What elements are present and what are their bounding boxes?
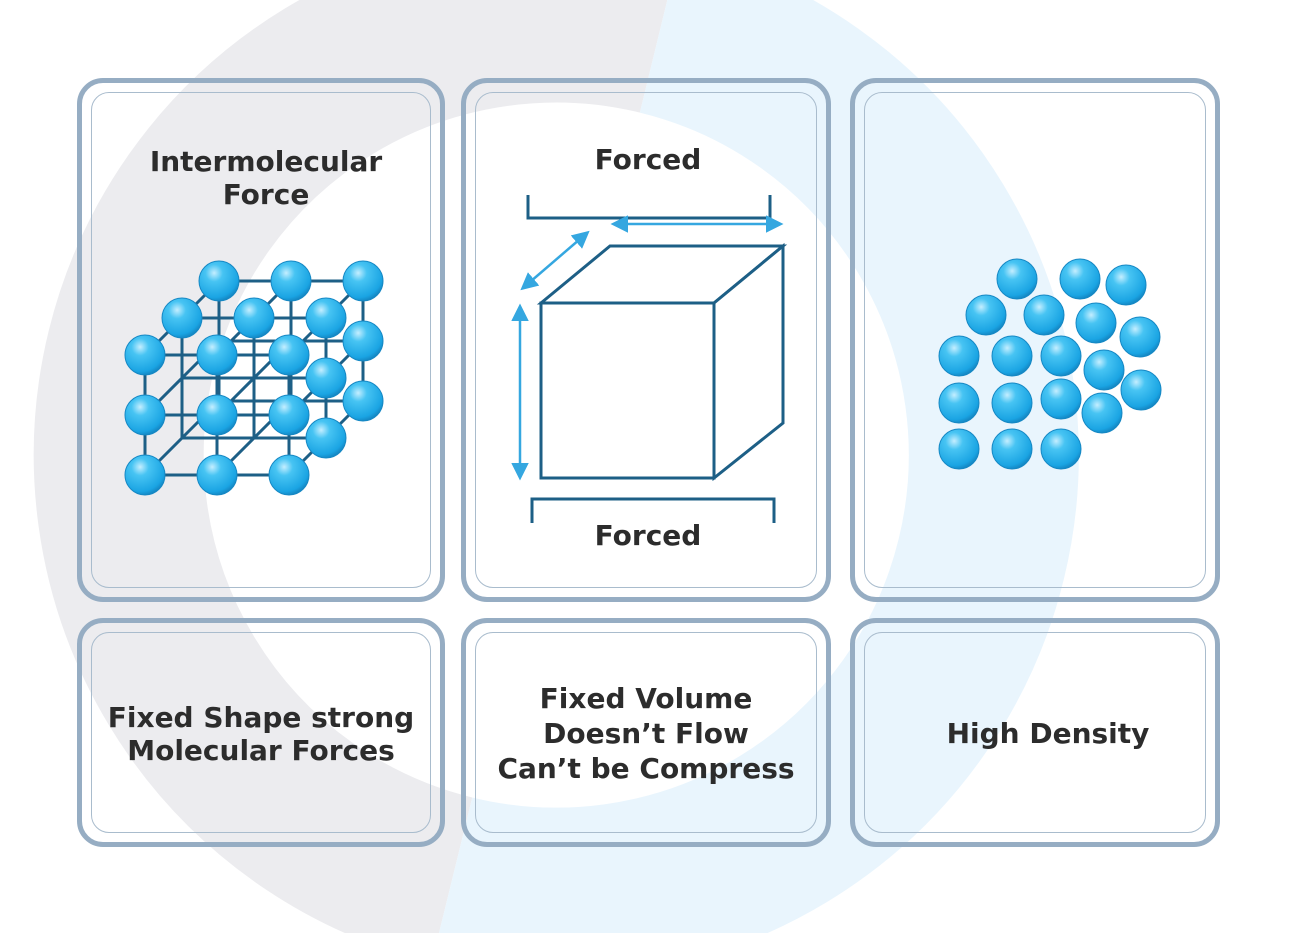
dense-particle <box>1059 258 1101 300</box>
lattice-atom <box>268 454 310 496</box>
lattice-atom <box>233 297 275 339</box>
card-inner-border <box>475 92 817 588</box>
dense-particle <box>938 382 980 424</box>
dense-particle <box>1040 378 1082 420</box>
lattice-atom <box>124 334 166 376</box>
cubic-lattice-diagram <box>124 260 384 496</box>
card-inner-border <box>91 632 431 833</box>
fixed-shape-line-1: Fixed Shape strong <box>107 701 415 734</box>
depth-arrow <box>520 230 590 291</box>
cube-card: Forced Forced <box>461 78 831 602</box>
high-density-card: High Density <box>850 618 1220 847</box>
lattice-title: Intermolecular Force <box>149 145 383 211</box>
lattice-atom <box>124 454 166 496</box>
dense-particle <box>1023 294 1065 336</box>
dense-particle <box>996 258 1038 300</box>
cube-front-face <box>539 301 716 480</box>
fixed-volume-line-3: Can’t be Compress <box>497 752 795 785</box>
lattice-atom <box>161 297 203 339</box>
cube-diagram <box>511 195 788 523</box>
packed-particles-diagram <box>938 258 1162 470</box>
dense-particle <box>1040 428 1082 470</box>
dense-particle <box>1083 349 1125 391</box>
lattice-atom <box>305 297 347 339</box>
dense-particle <box>991 335 1033 377</box>
top-bracket <box>526 195 772 220</box>
lattice-atom <box>305 417 347 459</box>
fixed-volume-line-2: Doesn’t Flow <box>543 717 749 750</box>
dense-particle <box>965 294 1007 336</box>
lattice-atom <box>342 380 384 422</box>
high-density-label: High Density <box>946 717 1150 750</box>
dense-particle <box>1081 392 1123 434</box>
lattice-atom <box>305 357 347 399</box>
dense-particle <box>991 382 1033 424</box>
card-inner-border <box>91 92 431 588</box>
dense-particle <box>1040 335 1082 377</box>
forced-label-bottom: Forced <box>594 519 702 552</box>
lattice-atom <box>342 260 384 302</box>
dense-particle <box>1105 264 1147 306</box>
lattice-atom <box>196 334 238 376</box>
lattice-card: Intermolecular Force <box>77 78 445 602</box>
fixed-shape-line-2: Molecular Forces <box>127 734 395 767</box>
lattice-atom <box>198 260 240 302</box>
dense-particle <box>938 428 980 470</box>
dense-particle <box>1120 369 1162 411</box>
lattice-atom <box>268 394 310 436</box>
lattice-atom <box>342 320 384 362</box>
lattice-atom <box>270 260 312 302</box>
fixed-volume-card: Fixed Volume Doesn’t Flow Can’t be Compr… <box>461 618 831 847</box>
lattice-atom <box>268 334 310 376</box>
dense-particle <box>1075 302 1117 344</box>
lattice-atom <box>124 394 166 436</box>
lattice-atom <box>196 394 238 436</box>
card-inner-border <box>475 632 817 833</box>
packed-card <box>850 78 1220 602</box>
dense-particle <box>938 335 980 377</box>
dense-particle <box>991 428 1033 470</box>
forced-label-top: Forced <box>594 143 702 176</box>
fixed-volume-line-1: Fixed Volume <box>539 682 753 715</box>
fixed-shape-card: Fixed Shape strong Molecular Forces <box>77 618 445 847</box>
card-inner-border <box>864 92 1206 588</box>
dense-particle <box>1119 316 1161 358</box>
bottom-bracket <box>530 497 776 523</box>
card-inner-border <box>864 632 1206 833</box>
lattice-atom <box>196 454 238 496</box>
